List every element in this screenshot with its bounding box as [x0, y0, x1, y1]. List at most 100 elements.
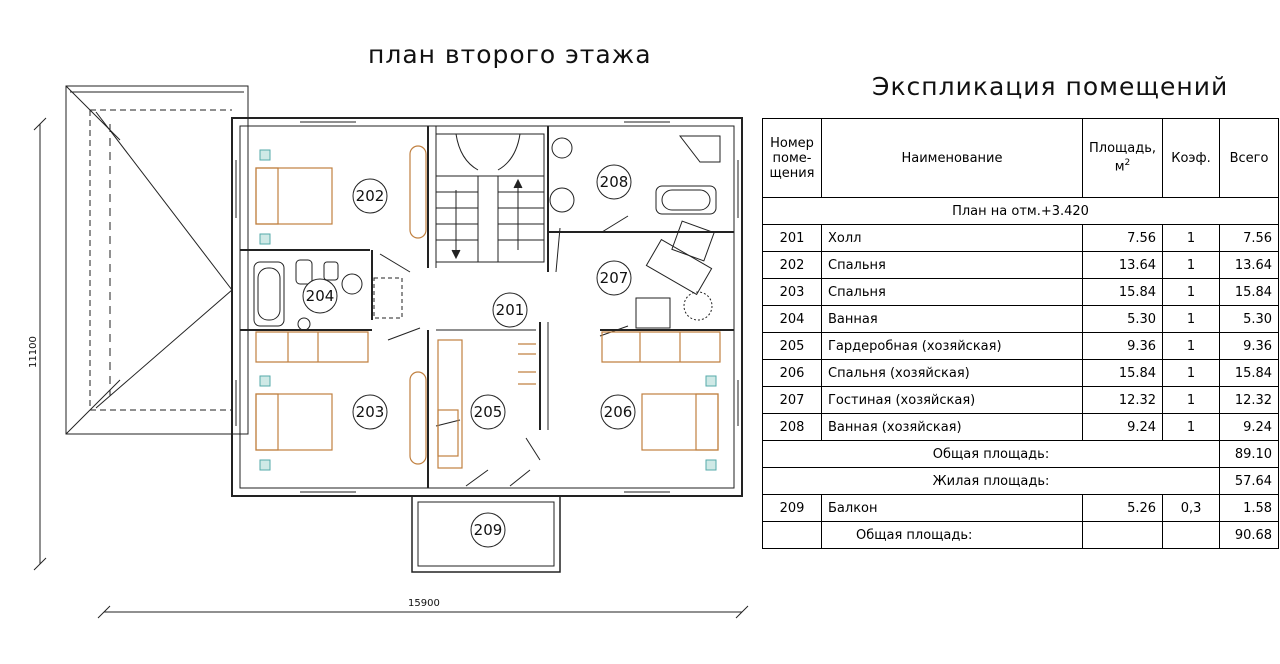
- row-number: 209: [762, 494, 822, 522]
- table-title: Экспликация помещений: [872, 72, 1229, 101]
- row-total: 1.58: [1219, 494, 1280, 522]
- dimension-lines: [33, 117, 749, 619]
- row-area: 7.56: [1081, 224, 1164, 252]
- row-total: 12.32: [1219, 386, 1280, 414]
- svg-text:208: 208: [600, 173, 629, 191]
- row-name: Спальня (хозяйская): [821, 359, 1083, 387]
- row-name: Гостиная (хозяйская): [821, 386, 1083, 414]
- width-dimension: 15900: [408, 598, 440, 609]
- row-name: Ванная: [821, 305, 1083, 333]
- room-marker-205: 205: [470, 394, 506, 430]
- balcony-outline: [411, 495, 561, 573]
- svg-text:203: 203: [356, 403, 385, 421]
- bedside-lamps: [259, 149, 717, 471]
- section-label: План на отм.+3.420: [761, 197, 1280, 225]
- living-area-value: 57.64: [1219, 467, 1280, 495]
- svg-text:204: 204: [306, 287, 335, 305]
- header-number: Номер поме- щения: [762, 118, 822, 198]
- row-total: 7.56: [1219, 224, 1280, 252]
- room-marker-206: 206: [600, 394, 636, 430]
- row-name: Балкон: [821, 494, 1083, 522]
- row-coef: 0,3: [1162, 494, 1221, 522]
- row-coef: 1: [1162, 305, 1221, 333]
- row-total: 9.24: [1219, 413, 1280, 441]
- grand-total-value: 90.68: [1219, 521, 1280, 549]
- row-name: Холл: [821, 224, 1083, 252]
- row-total: 15.84: [1219, 359, 1280, 387]
- empty-cell: [1081, 521, 1164, 549]
- room-marker-204: 204: [302, 278, 338, 314]
- table-row: 207 Гостиная (хозяйская) 12.32 1 12.32: [762, 386, 1280, 414]
- svg-text:202: 202: [356, 187, 385, 205]
- table-row: 205 Гардеробная (хозяйская) 9.36 1 9.36: [762, 332, 1280, 360]
- windows: [235, 121, 739, 493]
- staircase: [435, 133, 545, 263]
- balcony-row: 209 Балкон 5.26 0,3 1.58: [762, 494, 1280, 522]
- total-area-value: 89.10: [1219, 440, 1280, 468]
- grand-total-label: Общая площадь:: [821, 521, 1083, 549]
- empty-cell: [762, 521, 822, 549]
- row-name: Ванная (хозяйская): [821, 413, 1083, 441]
- row-number: 202: [762, 251, 822, 279]
- section-row: План на отм.+3.420: [761, 197, 1280, 225]
- table-header-row: Номер поме- щения Наименование Площадь, …: [762, 118, 1280, 198]
- row-name: Спальня: [821, 278, 1083, 306]
- row-coef: 1: [1162, 386, 1221, 414]
- row-number: 201: [762, 224, 822, 252]
- row-coef: 1: [1162, 413, 1221, 441]
- svg-text:206: 206: [604, 403, 633, 421]
- row-coef: 1: [1162, 359, 1221, 387]
- svg-text:201: 201: [496, 301, 525, 319]
- table-row: 208 Ванная (хозяйская) 9.24 1 9.24: [762, 413, 1280, 441]
- row-number: 203: [762, 278, 822, 306]
- living-area-label: Жилая площадь:: [761, 467, 1221, 495]
- table-row: 202 Спальня 13.64 1 13.64: [762, 251, 1280, 279]
- bathroom-208-fixtures: [549, 135, 721, 215]
- empty-cell: [1162, 521, 1221, 549]
- row-area: 15.84: [1081, 359, 1164, 387]
- row-area: 5.30: [1081, 305, 1164, 333]
- grand-total-row: Общая площадь: 90.68: [762, 521, 1280, 549]
- header-area: Площадь, м2: [1081, 118, 1164, 198]
- door-swings: [379, 215, 629, 487]
- explication-table: Номер поме- щения Наименование Площадь, …: [761, 118, 1280, 549]
- row-coef: 1: [1162, 278, 1221, 306]
- row-area: 13.64: [1081, 251, 1164, 279]
- row-area: 9.24: [1081, 413, 1164, 441]
- row-number: 205: [762, 332, 822, 360]
- bedroom-furniture: [255, 145, 721, 469]
- row-number: 206: [762, 359, 822, 387]
- room-marker-208: 208: [596, 164, 632, 200]
- room-marker-207: 207: [596, 260, 632, 296]
- row-name: Гардеробная (хозяйская): [821, 332, 1083, 360]
- svg-text:205: 205: [474, 403, 503, 421]
- row-total: 15.84: [1219, 278, 1280, 306]
- living-area-row: Жилая площадь: 57.64: [761, 467, 1280, 495]
- row-coef: 1: [1162, 332, 1221, 360]
- living-207-furniture: [635, 220, 715, 329]
- roof-outline: [65, 85, 249, 435]
- row-name: Спальня: [821, 251, 1083, 279]
- row-number: 208: [762, 413, 822, 441]
- room-marker-202: 202: [352, 178, 388, 214]
- table-row: 203 Спальня 15.84 1 15.84: [762, 278, 1280, 306]
- row-number: 204: [762, 305, 822, 333]
- row-total: 5.30: [1219, 305, 1280, 333]
- row-total: 9.36: [1219, 332, 1280, 360]
- row-coef: 1: [1162, 224, 1221, 252]
- room-marker-201: 201: [492, 292, 528, 328]
- header-name: Наименование: [821, 118, 1083, 198]
- height-dimension: 11100: [28, 336, 39, 368]
- plan-title: план второго этажа: [368, 40, 652, 69]
- row-area: 12.32: [1081, 386, 1164, 414]
- row-area: 15.84: [1081, 278, 1164, 306]
- total-area-label: Общая площадь:: [761, 440, 1221, 468]
- row-total: 13.64: [1219, 251, 1280, 279]
- floor-plan: 15900 11100 202 204 201 208 207 203: [28, 85, 749, 619]
- table-row: 201 Холл 7.56 1 7.56: [762, 224, 1280, 252]
- bathroom-204-fixtures: [253, 259, 403, 331]
- row-coef: 1: [1162, 251, 1221, 279]
- row-number: 207: [762, 386, 822, 414]
- header-total: Всего: [1219, 118, 1280, 198]
- row-area: 5.26: [1081, 494, 1164, 522]
